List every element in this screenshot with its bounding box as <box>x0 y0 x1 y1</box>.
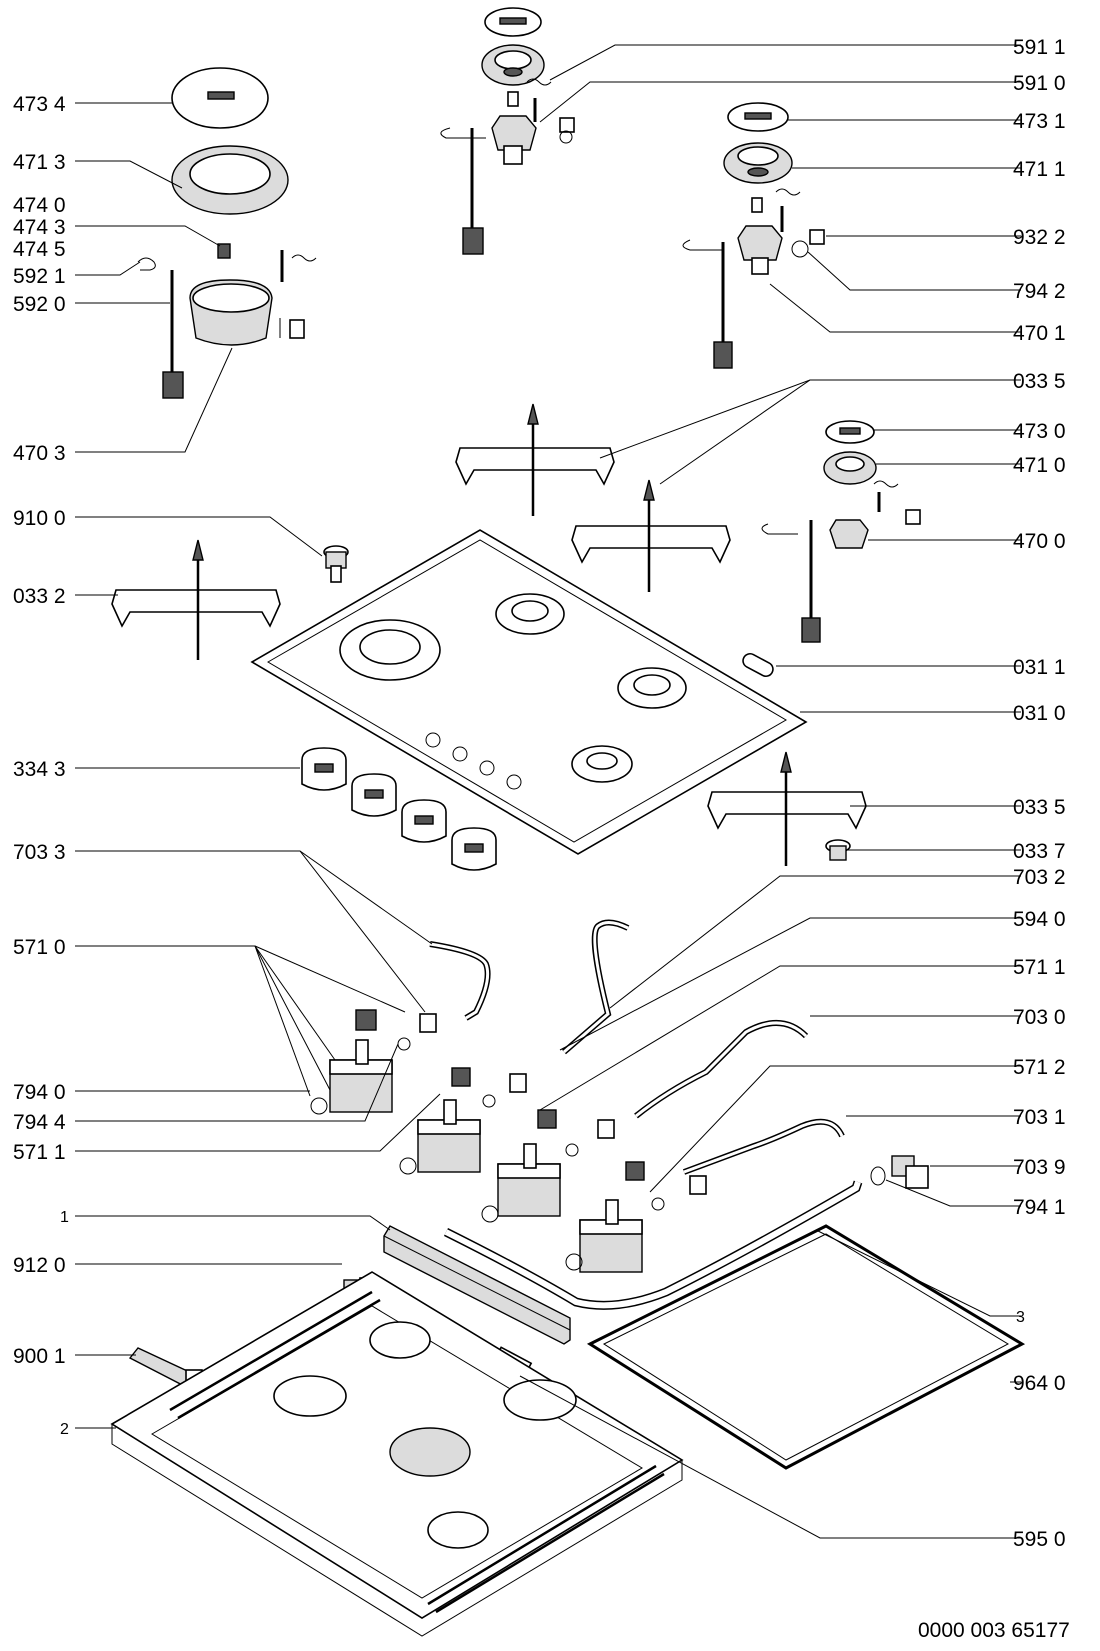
burner-body-top-right <box>682 188 825 369</box>
label-474-3: 474 3 <box>13 216 66 239</box>
label-964-0: 964 0 <box>1013 1372 1066 1395</box>
burner-head-top-right <box>723 142 793 184</box>
leader-lines <box>75 44 1021 1539</box>
injector-large <box>217 243 231 259</box>
label-033-5-top: 033 5 <box>1013 370 1066 393</box>
burner-body-top-center <box>440 91 575 255</box>
control-knob-4 <box>451 827 497 871</box>
label-473-0: 473 0 <box>1013 420 1066 443</box>
label-031-0: 031 0 <box>1013 702 1066 725</box>
valve-bracket <box>383 1225 571 1345</box>
label-571-0: 571 0 <box>13 936 66 959</box>
label-595-0: 595 0 <box>1013 1528 1066 1551</box>
label-592-0: 592 0 <box>13 293 66 316</box>
gas-valve-3 <box>481 1109 615 1223</box>
gas-pipe-703-1 <box>682 1118 845 1175</box>
label-2: 2 <box>60 1421 69 1438</box>
label-571-1-left: 571 1 <box>13 1141 66 1164</box>
label-470-1: 470 1 <box>1013 322 1066 345</box>
burner-cap-top-center <box>484 7 542 37</box>
burner-head-small <box>823 451 877 485</box>
pan-support-right <box>707 751 867 866</box>
pan-support-top-1 <box>455 403 615 516</box>
gasket-seal <box>586 1224 1026 1470</box>
label-592-1: 592 1 <box>13 265 66 288</box>
seal-ring-794-1 <box>870 1166 886 1186</box>
label-703-3: 703 3 <box>13 841 66 864</box>
label-031-1: 031 1 <box>1013 656 1066 679</box>
burner-head-large <box>171 145 289 215</box>
burner-cap-small <box>825 420 875 444</box>
label-471-0: 471 0 <box>1013 454 1066 477</box>
label-703-0: 703 0 <box>1013 1006 1066 1029</box>
label-474-5: 474 5 <box>13 238 66 261</box>
burner-cap-large <box>171 67 269 129</box>
pan-support-left <box>111 539 281 660</box>
label-912-0: 912 0 <box>13 1254 66 1277</box>
label-794-2: 794 2 <box>1013 280 1066 303</box>
label-594-0: 594 0 <box>1013 908 1066 931</box>
label-473-1: 473 1 <box>1013 110 1066 133</box>
gas-pipe-703-2 <box>562 919 630 1055</box>
label-591-0: 591 0 <box>1013 72 1066 95</box>
burner-cap-top-right <box>727 102 789 132</box>
label-033-2: 033 2 <box>13 585 66 608</box>
label-470-0: 470 0 <box>1013 530 1066 553</box>
label-794-1: 794 1 <box>1013 1196 1066 1219</box>
bottom-tray <box>110 1271 684 1637</box>
control-knob-2 <box>351 773 397 817</box>
label-703-9: 703 9 <box>1013 1156 1066 1179</box>
label-794-4: 794 4 <box>13 1111 66 1134</box>
burner-body-large <box>137 250 317 399</box>
screw-910 <box>323 545 349 583</box>
logo-badge <box>742 652 774 678</box>
label-703-1: 703 1 <box>1013 1106 1066 1129</box>
label-910-0: 910 0 <box>13 507 66 530</box>
label-473-4: 473 4 <box>13 93 66 116</box>
burner-body-small <box>761 480 921 643</box>
control-knob-1 <box>301 747 347 791</box>
label-794-0: 794 0 <box>13 1081 66 1104</box>
gas-valve-2 <box>399 1067 527 1175</box>
pan-support-foot <box>825 839 851 861</box>
gas-valve-1 <box>310 1009 437 1115</box>
gas-valve-4 <box>565 1161 707 1273</box>
label-3: 3 <box>1016 1309 1025 1326</box>
control-knob-3 <box>401 799 447 843</box>
drawing-number: 0000 003 65177 <box>918 1619 1070 1642</box>
label-470-3: 470 3 <box>13 442 66 465</box>
label-571-2: 571 2 <box>1013 1056 1066 1079</box>
label-474-0: 474 0 <box>13 194 66 217</box>
gas-pipe-703-3 <box>429 941 491 1021</box>
label-334-3: 334 3 <box>13 758 66 781</box>
left-labels: 473 4 471 3 474 0 474 3 474 5 592 1 592 … <box>13 93 69 1438</box>
thermocouple-clip-top-center <box>526 78 552 86</box>
right-labels: 591 1 591 0 473 1 471 1 932 2 794 2 470 … <box>1013 36 1066 1551</box>
label-900-1: 900 1 <box>13 1345 66 1368</box>
pan-support-top-2 <box>571 479 731 592</box>
label-703-2: 703 2 <box>1013 866 1066 889</box>
label-033-5-bottom: 033 5 <box>1013 796 1066 819</box>
label-1: 1 <box>60 1209 69 1226</box>
label-471-3: 471 3 <box>13 151 66 174</box>
label-932-2: 932 2 <box>1013 226 1066 249</box>
gas-manifold <box>443 1180 863 1310</box>
label-471-1: 471 1 <box>1013 158 1066 181</box>
burner-head-top-center <box>481 44 545 86</box>
gas-inlet-elbow <box>891 1155 929 1189</box>
gas-pipe-703-0 <box>634 1019 809 1119</box>
label-591-1: 591 1 <box>1013 36 1066 59</box>
label-033-7: 033 7 <box>1013 840 1066 863</box>
label-571-1-right: 571 1 <box>1013 956 1066 979</box>
hob-top-plate <box>250 529 808 855</box>
